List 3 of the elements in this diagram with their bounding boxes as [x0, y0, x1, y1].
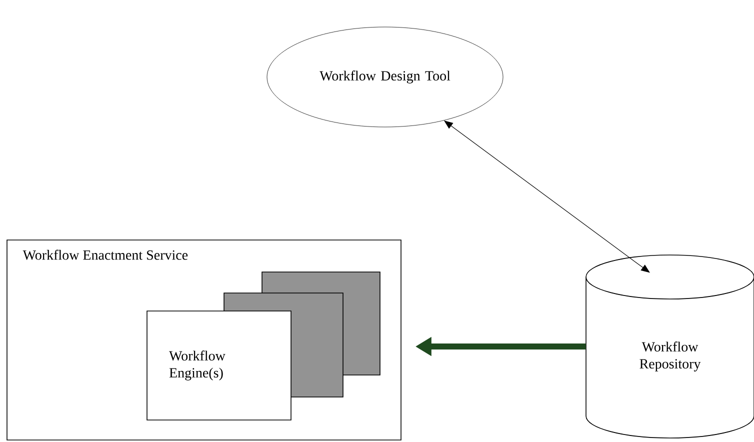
- ellipse-node: Workflow Design Tool: [266, 26, 504, 128]
- repository-cylinder: Workflow Repository: [586, 254, 754, 438]
- engine-box: Workflow Engine(s): [146, 310, 292, 420]
